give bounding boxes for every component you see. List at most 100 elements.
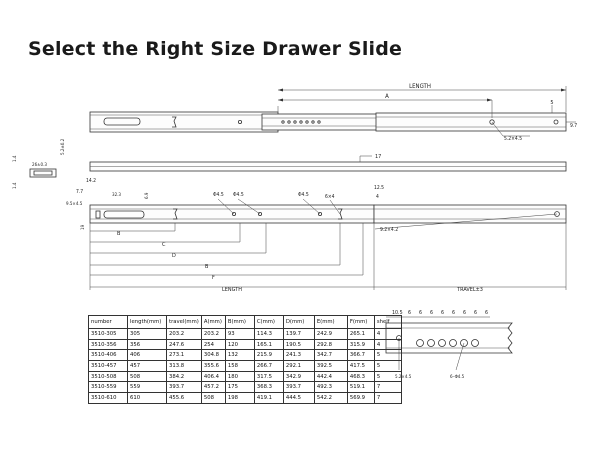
cell: 610 [127, 392, 167, 404]
cell: 457 [127, 360, 167, 372]
cell: 315.9 [346, 338, 375, 351]
travel-label: TRAVEL±3 [456, 287, 483, 293]
cell: 392.5 [313, 360, 348, 372]
dim-17: 17 [375, 154, 381, 160]
cell: 569.9 [346, 392, 375, 404]
mount-slot [103, 117, 141, 126]
dim-c: C [162, 242, 166, 248]
pitch-8: 6 [485, 310, 488, 316]
pitch-5: 6 [452, 310, 455, 316]
dim-19: 19 [80, 224, 86, 230]
cell: 313.8 [166, 360, 202, 372]
cell: 5 [373, 349, 402, 362]
pitch-6: 6 [463, 310, 466, 316]
detail-rail [385, 322, 513, 354]
detail-hole-a: 5.2×4.5 [395, 374, 412, 380]
pitch-labels: 10.5 6 6 6 6 6 6 6 6 [386, 310, 490, 318]
dim-b1: B [117, 231, 121, 237]
cell: 198 [224, 392, 255, 404]
pitch-0: 10.5 [392, 310, 403, 316]
cell: 266.7 [253, 360, 284, 372]
phi-a: Φ4.5 [213, 192, 224, 198]
table-header-row: number length(mm) travel(mm) A(mm) B(mm)… [88, 315, 402, 329]
col-d: D(mm) [282, 315, 315, 329]
bottom-dimensions: B C D B F LENGTH TRAVEL±3 [89, 223, 567, 293]
cell: 242.9 [313, 328, 348, 340]
dim-14-2: 14.2 [86, 178, 96, 184]
cell: 305 [127, 328, 167, 340]
cell: 492.3 [313, 381, 348, 394]
bottom-hole-callout: 9.2×4.2 [380, 227, 398, 233]
cell: 292.8 [313, 338, 348, 351]
cell: 366.7 [346, 349, 375, 362]
dim-a-label: A [385, 93, 389, 100]
cross-section [29, 168, 57, 178]
cell: 406.4 [200, 370, 226, 383]
dim-f: F [212, 275, 215, 281]
cell: 384.2 [166, 370, 202, 383]
cell: 3510-610 [88, 392, 128, 404]
pitch-3: 6 [430, 310, 433, 316]
dim-7-7: 7.7 [76, 189, 83, 195]
cell: 265.1 [346, 328, 375, 340]
cell: 444.5 [282, 392, 315, 404]
cell: 175 [224, 381, 255, 394]
cell: 292.1 [282, 360, 315, 372]
inner-rail [375, 112, 567, 132]
cell: 5 [373, 360, 402, 372]
col-shelf: shelf [373, 315, 402, 329]
col-a: A(mm) [200, 315, 226, 329]
cell: 304.8 [200, 349, 226, 362]
cell: 180 [224, 370, 255, 383]
cell: 3510-406 [88, 349, 128, 362]
cell: 241.3 [282, 349, 315, 362]
cell: 203.2 [166, 328, 202, 340]
cell: 393.7 [282, 381, 315, 394]
end-hole [553, 119, 559, 125]
cell: 417.5 [346, 360, 375, 372]
cell: 215.9 [253, 349, 284, 362]
middle-rail [261, 113, 381, 131]
pitch-7: 6 [474, 310, 477, 316]
cell: 165.1 [253, 338, 284, 351]
col-travel: travel(mm) [166, 315, 202, 329]
cell: 3510-508 [88, 370, 128, 383]
bearing-holes [281, 120, 321, 124]
cell: 247.6 [166, 338, 202, 351]
detail-view: 10.5 6 6 6 6 6 6 6 6 5.2×4.5 6–Φ4.5 [385, 310, 513, 380]
bottom-view: 14.2 7.7 9.5×4.5 32.3 6.9 19 Φ4.5 Φ4.5 Φ… [66, 178, 567, 293]
dim-5: 5 [550, 100, 553, 106]
dim-d: D [172, 253, 176, 259]
cell: 114.3 [253, 328, 284, 340]
dim-6-9: 6.9 [144, 192, 150, 199]
cell: 317.5 [253, 370, 284, 383]
spec-table: number length(mm) travel(mm) A(mm) B(mm)… [88, 315, 402, 404]
cell: 559 [127, 381, 167, 394]
bottom-length-label: LENGTH [222, 287, 242, 293]
detail-holes [416, 339, 479, 347]
cell: 519.1 [346, 381, 375, 394]
dim-b2: B [205, 264, 209, 270]
bottom-slot [103, 210, 145, 219]
cell: 7 [373, 381, 402, 394]
dim-9-7: 9.7 [570, 123, 577, 129]
dim-26: 26±0.3 [32, 162, 47, 168]
cell: 3510-457 [88, 360, 128, 372]
pitch-2: 6 [419, 310, 422, 316]
col-b: B(mm) [224, 315, 255, 329]
dim-1-4-a: 1.4 [12, 155, 18, 162]
cell: 342.7 [313, 349, 348, 362]
cell: 3510-305 [88, 328, 128, 340]
dim-9-5: 9.5×4.5 [66, 201, 83, 207]
dim-32-3: 32.3 [112, 192, 121, 198]
cell: 406 [127, 349, 167, 362]
phi-c: Φ4.5 [298, 192, 309, 198]
cell: 542.2 [313, 392, 348, 404]
cell: 273.1 [166, 349, 202, 362]
cell: 158 [224, 360, 255, 372]
